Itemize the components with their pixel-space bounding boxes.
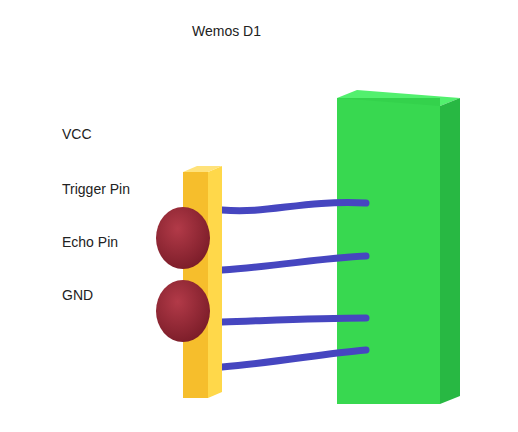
pin-label: VCC (62, 126, 92, 143)
board-block (337, 90, 460, 404)
board-front (337, 98, 440, 404)
transducer-dome (156, 280, 210, 342)
board-front-face (337, 98, 440, 404)
wire (222, 350, 366, 367)
wire (222, 203, 366, 211)
pin-label: Trigger Pin (62, 181, 130, 198)
wire (222, 318, 366, 322)
board-label: Wemos D1 (192, 23, 261, 40)
pin-label: GND (62, 287, 93, 304)
pin-label: Echo Pin (62, 234, 118, 251)
sensor-side (208, 166, 222, 398)
wire (222, 256, 366, 270)
sensor-top (183, 166, 222, 172)
wires (222, 203, 366, 367)
transducer-dome (156, 207, 210, 269)
board-side (440, 98, 460, 404)
